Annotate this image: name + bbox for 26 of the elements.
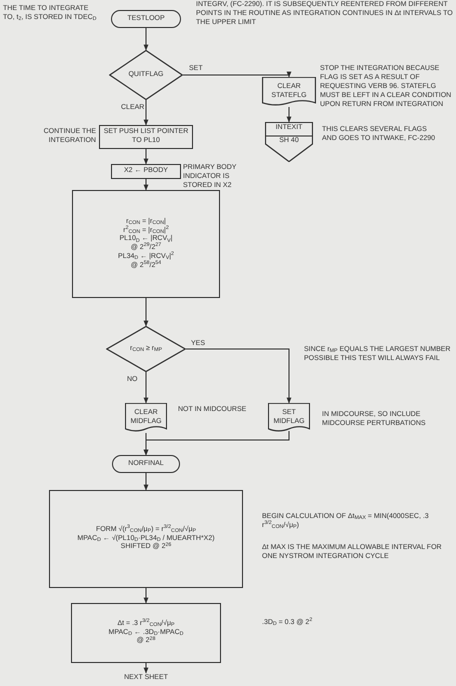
arrow (286, 106, 292, 123)
arrow (182, 72, 292, 78)
arrow (144, 662, 148, 674)
arrow (144, 148, 148, 165)
decision-diamond (106, 326, 186, 372)
document-box (262, 77, 316, 107)
arrow (144, 100, 148, 126)
terminal-pill (111, 10, 181, 28)
arrow (144, 298, 148, 327)
arrow (144, 372, 148, 404)
process-box (99, 125, 193, 149)
arrow (144, 178, 148, 191)
process-box (71, 603, 221, 663)
arrow (144, 472, 148, 491)
arrow (144, 430, 290, 456)
process-box (111, 164, 181, 179)
arrow (144, 28, 148, 51)
document-box (125, 403, 167, 433)
terminal-pill (112, 455, 180, 473)
decision-diamond (109, 50, 183, 100)
arrow (144, 588, 148, 604)
process-box (49, 490, 243, 588)
document-box (268, 403, 310, 433)
offpage-connector (265, 122, 313, 162)
process-box (72, 190, 220, 298)
arrow (186, 348, 292, 404)
